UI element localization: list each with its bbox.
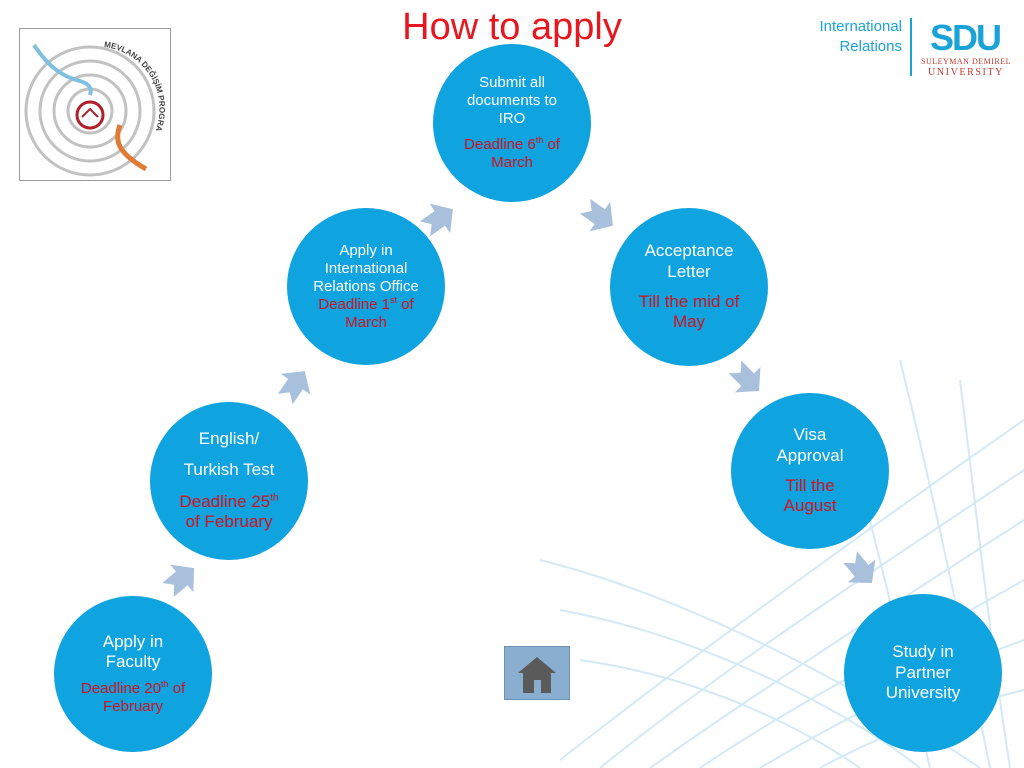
step-deadline: Till the August — [783, 476, 837, 516]
step-apply-in-faculty: Apply in Faculty Deadline 20th of Februa… — [54, 596, 212, 752]
step-acceptance-letter: Acceptance Letter Till the mid of May — [610, 208, 768, 366]
mevlana-logo: MEVLANA DEĞİŞİM PROGRAMI — [17, 22, 171, 181]
step-submit-documents: Submit all documents to IRO Deadline 6th… — [433, 44, 591, 202]
chevron-arrow-icon — [843, 551, 876, 584]
chevron-arrow-icon — [579, 198, 613, 232]
university-name-line2: UNIVERSITY — [928, 67, 1004, 78]
chevron-arrow-icon — [277, 371, 311, 405]
step-label: Visa Approval — [776, 425, 844, 465]
sdu-logo-text: SDU — [930, 17, 1000, 57]
step-label: Submit all documents to IRO — [466, 74, 558, 127]
step-visa-approval: Visa Approval Till the August — [731, 393, 889, 549]
step-label: Study in Partner University — [885, 642, 961, 703]
page-title: How to apply — [402, 6, 622, 48]
university-name: SULEYMAN DEMIREL UNIVERSITY — [920, 56, 1012, 78]
chevron-arrow-icon — [162, 564, 195, 597]
chevron-arrow-icon — [419, 203, 453, 237]
mevlana-logo-text: MEVLANA DEĞİŞİM PROGRAMI — [17, 22, 167, 133]
step-apply-in-iro: Apply in International Relations Office … — [287, 208, 445, 365]
ir-line1: International — [819, 18, 902, 35]
step-study-in-partner-university: Study in Partner University — [844, 594, 1002, 752]
step-label-line1: English/ — [198, 429, 260, 449]
ir-line2: Relations — [839, 38, 902, 55]
home-button[interactable] — [504, 646, 570, 700]
step-deadline: Till the mid of May — [638, 292, 740, 332]
step-deadline: Deadline 25th of February — [179, 492, 279, 532]
international-relations-text: International Relations — [792, 17, 902, 57]
chevron-arrow-icon — [728, 360, 761, 393]
step-deadline: Deadline 1st of March — [318, 294, 414, 331]
step-label: Acceptance Letter — [644, 241, 734, 281]
svg-text:MEVLANA DEĞİŞİM PROGRAMI: MEVLANA DEĞİŞİM PROGRAMI — [20, 29, 166, 133]
step-label: Apply in International Relations Office — [313, 241, 419, 295]
university-name-line1: SULEYMAN DEMIREL — [921, 57, 1011, 66]
step-language-test: English/ Turkish Test Deadline 25th of F… — [150, 402, 308, 560]
step-deadline: Deadline 20th of February — [80, 679, 186, 716]
step-label: Apply in Faculty — [102, 631, 164, 671]
header-divider — [910, 18, 912, 76]
step-label-line2: Turkish Test — [183, 459, 275, 479]
home-icon — [518, 657, 556, 693]
step-deadline: Deadline 6th of March — [464, 135, 560, 172]
sdu-logo: SDU — [930, 17, 1002, 57]
mevlana-spiral-icon: MEVLANA DEĞİŞİM PROGRAMI — [17, 22, 166, 177]
